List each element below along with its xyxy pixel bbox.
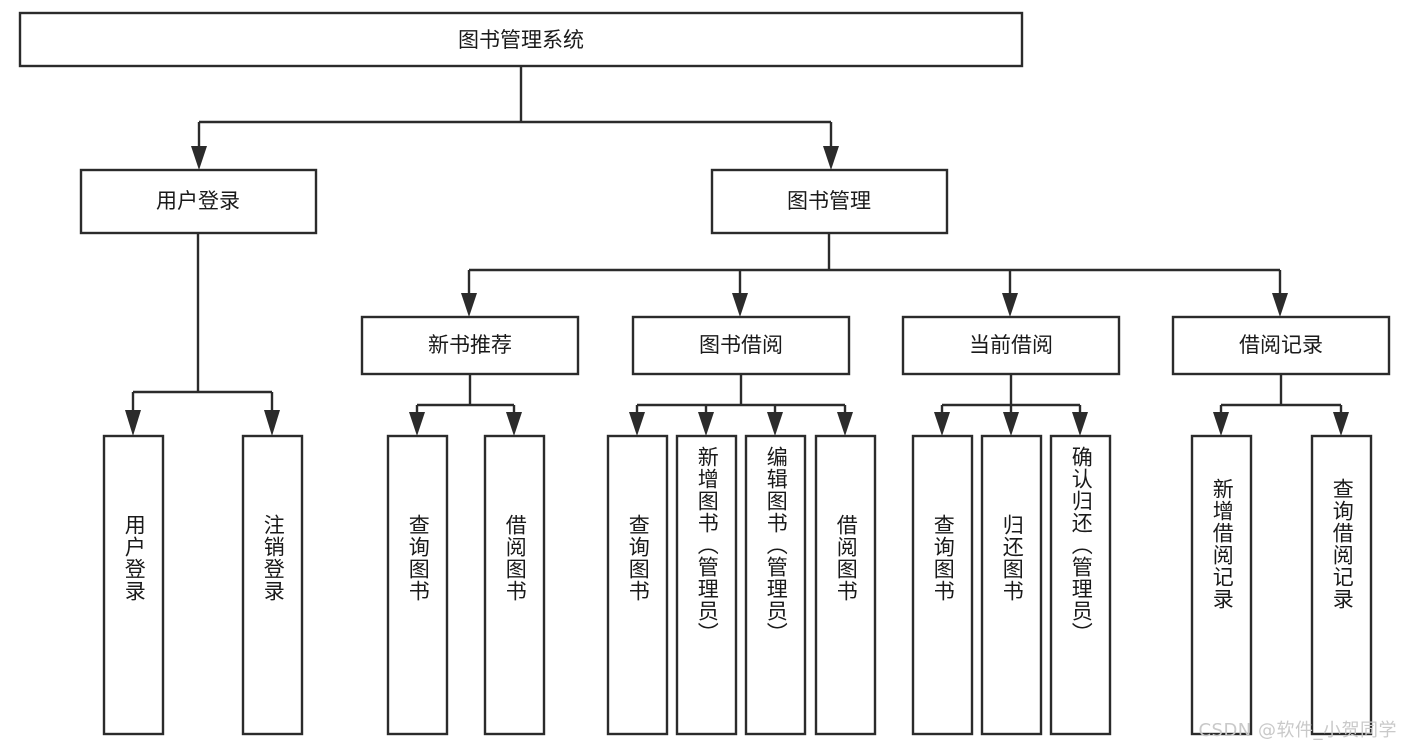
new-book-recommend-box[interactable] [360, 315, 580, 376]
leaf-box-user-login-2[interactable] [241, 434, 304, 736]
root-box[interactable] [18, 11, 1024, 68]
node-new-book-recommend[interactable]: 新书推荐 [360, 315, 580, 376]
leaf-box-book-borrow-4[interactable] [814, 434, 877, 736]
leaf-box-current-borrow-2[interactable] [980, 434, 1043, 736]
connector-root-to-level1 [191, 66, 839, 170]
node-root[interactable]: 图书管理系统 [18, 11, 1024, 68]
arrow-to-user-login [191, 146, 207, 170]
connector-book-management-to-level2 [461, 233, 1288, 317]
leaf-box-book-borrow-1[interactable] [606, 434, 669, 736]
node-book-management[interactable]: 图书管理 [710, 168, 949, 235]
arrow-to-book-management [823, 146, 839, 170]
leaf-box-current-borrow-3[interactable] [1049, 434, 1112, 736]
leaf-box-borrow-record-2[interactable] [1310, 434, 1373, 736]
node-book-borrow[interactable]: 图书借阅 [631, 315, 851, 376]
new-book-recommend-label: 新书推荐 [428, 333, 512, 357]
leaf-box-current-borrow-1[interactable] [911, 434, 974, 736]
current-borrow-box[interactable] [901, 315, 1121, 376]
leaf-box-new-book-1[interactable] [386, 434, 449, 736]
user-login-label: 用户登录 [156, 189, 240, 213]
connector-new-book-to-leaves [409, 374, 522, 436]
connector-borrow-record-to-leaves [1213, 374, 1349, 436]
node-user-login[interactable]: 用户登录 [79, 168, 318, 235]
connector-book-borrow-to-leaves [629, 374, 853, 436]
leaf-box-book-borrow-3[interactable] [744, 434, 807, 736]
root-label: 图书管理系统 [458, 28, 584, 52]
current-borrow-label: 当前借阅 [969, 333, 1053, 357]
connector-current-borrow-to-leaves [934, 374, 1088, 436]
book-management-label: 图书管理 [787, 189, 871, 213]
leaf-box-book-borrow-2[interactable] [675, 434, 738, 736]
node-current-borrow[interactable]: 当前借阅 [901, 315, 1121, 376]
user-login-box[interactable] [79, 168, 318, 235]
node-borrow-record[interactable]: 借阅记录 [1171, 315, 1391, 376]
book-borrow-label: 图书借阅 [699, 333, 783, 357]
borrow-record-label: 借阅记录 [1239, 333, 1323, 357]
connector-user-login-to-leaves [125, 233, 280, 436]
leaf-box-user-login-1[interactable] [102, 434, 165, 736]
leaf-box-new-book-2[interactable] [483, 434, 546, 736]
leaf-box-borrow-record-1[interactable] [1190, 434, 1253, 736]
